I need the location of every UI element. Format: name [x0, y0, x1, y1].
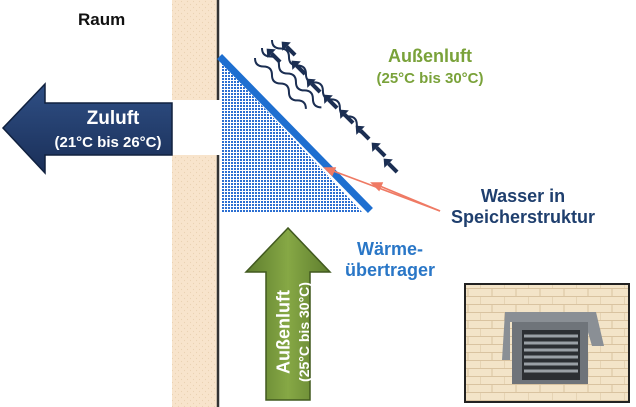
- exchanger-bar: [217, 54, 373, 213]
- supply-air-title: Zuluft: [86, 108, 140, 129]
- outside-air-title: Außenluft: [388, 46, 472, 66]
- heat-exchanger-line2: übertrager: [344, 259, 436, 280]
- heat-exchanger-line1: Wärme-: [356, 239, 423, 259]
- water-storage-line1: Wasser in: [480, 186, 566, 206]
- outside-air-range: (25°C bis 30°C): [376, 70, 484, 87]
- wall-ventilation-grille-icon: [464, 283, 630, 403]
- heat-exchanger: [221, 62, 362, 212]
- outside-air-up-arrow: [244, 226, 332, 401]
- room-label: Raum: [78, 10, 126, 29]
- heat-exchanger-label: Wärme- übertrager: [338, 239, 442, 280]
- supply-air-arrow: [1, 82, 173, 175]
- water-storage-line2: Speicherstruktur: [450, 206, 596, 227]
- wall: [172, 0, 220, 407]
- vertical-outside-air-title: Außenluft: [273, 290, 294, 374]
- water-storage-label: Wasser in Speicherstruktur: [448, 186, 598, 227]
- outside-air-small-arrows: [266, 41, 399, 174]
- supply-air-range: (21°C bis 26°C): [54, 134, 162, 151]
- water-pointer-lines: [323, 167, 441, 212]
- vertical-outside-air-range: (25°C bis 30°C): [296, 282, 312, 382]
